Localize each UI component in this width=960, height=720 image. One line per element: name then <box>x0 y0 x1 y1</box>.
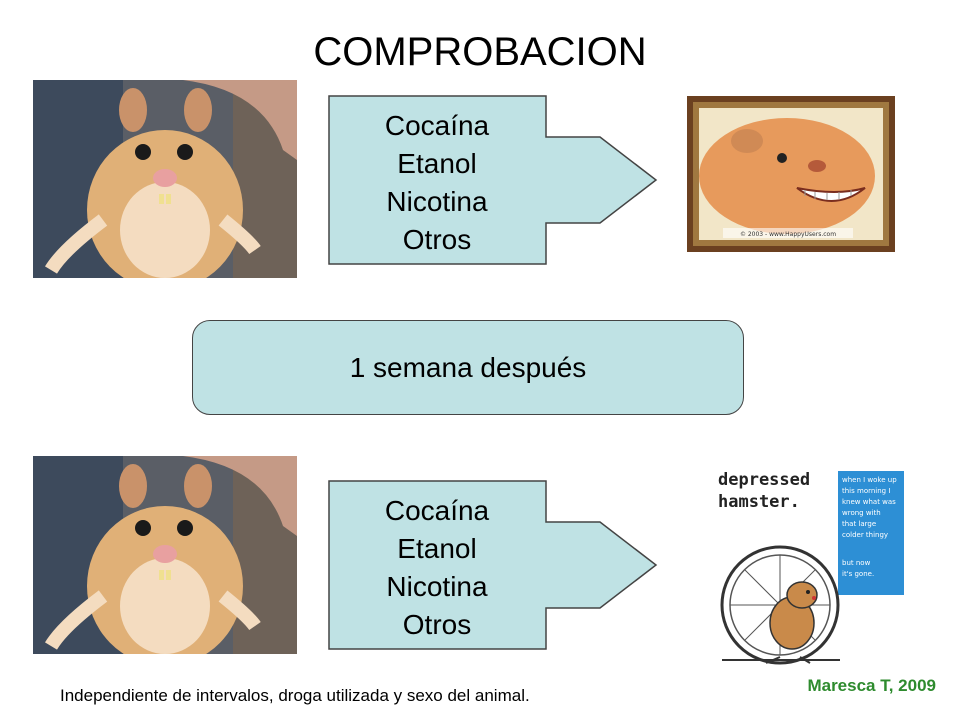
hamster-photo-bottom <box>33 456 297 654</box>
drug-item: Etanol <box>397 533 477 564</box>
picture-caption: © 2003 - www.HappyUsers.com <box>740 231 836 238</box>
drug-item: Nicotina <box>386 186 488 217</box>
drug-arrow-top: Cocaína Etanol Nicotina Otros <box>328 95 658 265</box>
hamster-photo-top <box>33 80 297 278</box>
drug-list-top: Cocaína Etanol Nicotina Otros <box>328 107 546 259</box>
time-interval-label: 1 semana después <box>349 351 587 383</box>
citation: Maresca T, 2009 <box>807 676 936 695</box>
drug-item: Otros <box>402 224 472 255</box>
time-interval-box: 1 semana después <box>192 320 744 415</box>
drug-item: Cocaína <box>384 495 490 526</box>
cartoon-note-line: it's gone. <box>842 570 874 578</box>
drug-item: Otros <box>402 609 472 640</box>
cartoon-note-line: this morning I <box>842 487 890 495</box>
cartoon-note-line: when I woke up <box>842 476 897 484</box>
cartoon-title-line2: hamster. <box>718 492 800 512</box>
cartoon-note-line: knew what was <box>842 498 896 506</box>
cartoon-note-line: but now <box>842 559 871 567</box>
drug-item: Cocaína <box>384 110 490 141</box>
happy-hamster-picture: © 2003 - www.HappyUsers.com <box>687 96 895 252</box>
drug-list-bottom: Cocaína Etanol Nicotina Otros <box>328 492 546 644</box>
drug-arrow-bottom: Cocaína Etanol Nicotina Otros <box>328 480 658 650</box>
footer-note: Independiente de intervalos, droga utili… <box>60 686 530 705</box>
cartoon-note-line: wrong with <box>842 509 881 517</box>
drug-item: Etanol <box>397 148 477 179</box>
drug-item: Nicotina <box>386 571 488 602</box>
depressed-hamster-cartoon: depressed hamster. when I woke up this m… <box>710 465 910 665</box>
slide-title: COMPROBACION <box>313 30 647 74</box>
cartoon-note-line: colder thingy <box>842 531 888 539</box>
cartoon-title-line1: depressed <box>718 470 810 490</box>
cartoon-note-line: that large <box>842 520 876 528</box>
